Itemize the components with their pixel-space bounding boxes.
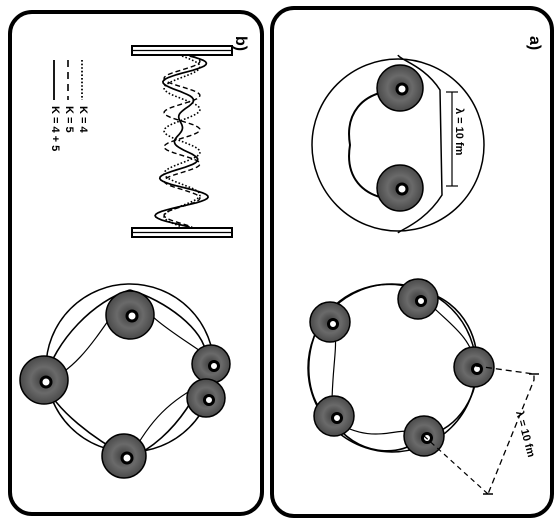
- legend-label-k5: K = 5: [63, 106, 75, 133]
- legend-label-k4: K = 4: [77, 106, 89, 133]
- wavelength-label-top: λ = 10 fm: [453, 108, 465, 156]
- panel-b-label: b): [232, 36, 249, 51]
- panel-a-label: a): [526, 36, 543, 50]
- legend-label-k4-plus-k5: K = 4 + 5: [49, 106, 61, 151]
